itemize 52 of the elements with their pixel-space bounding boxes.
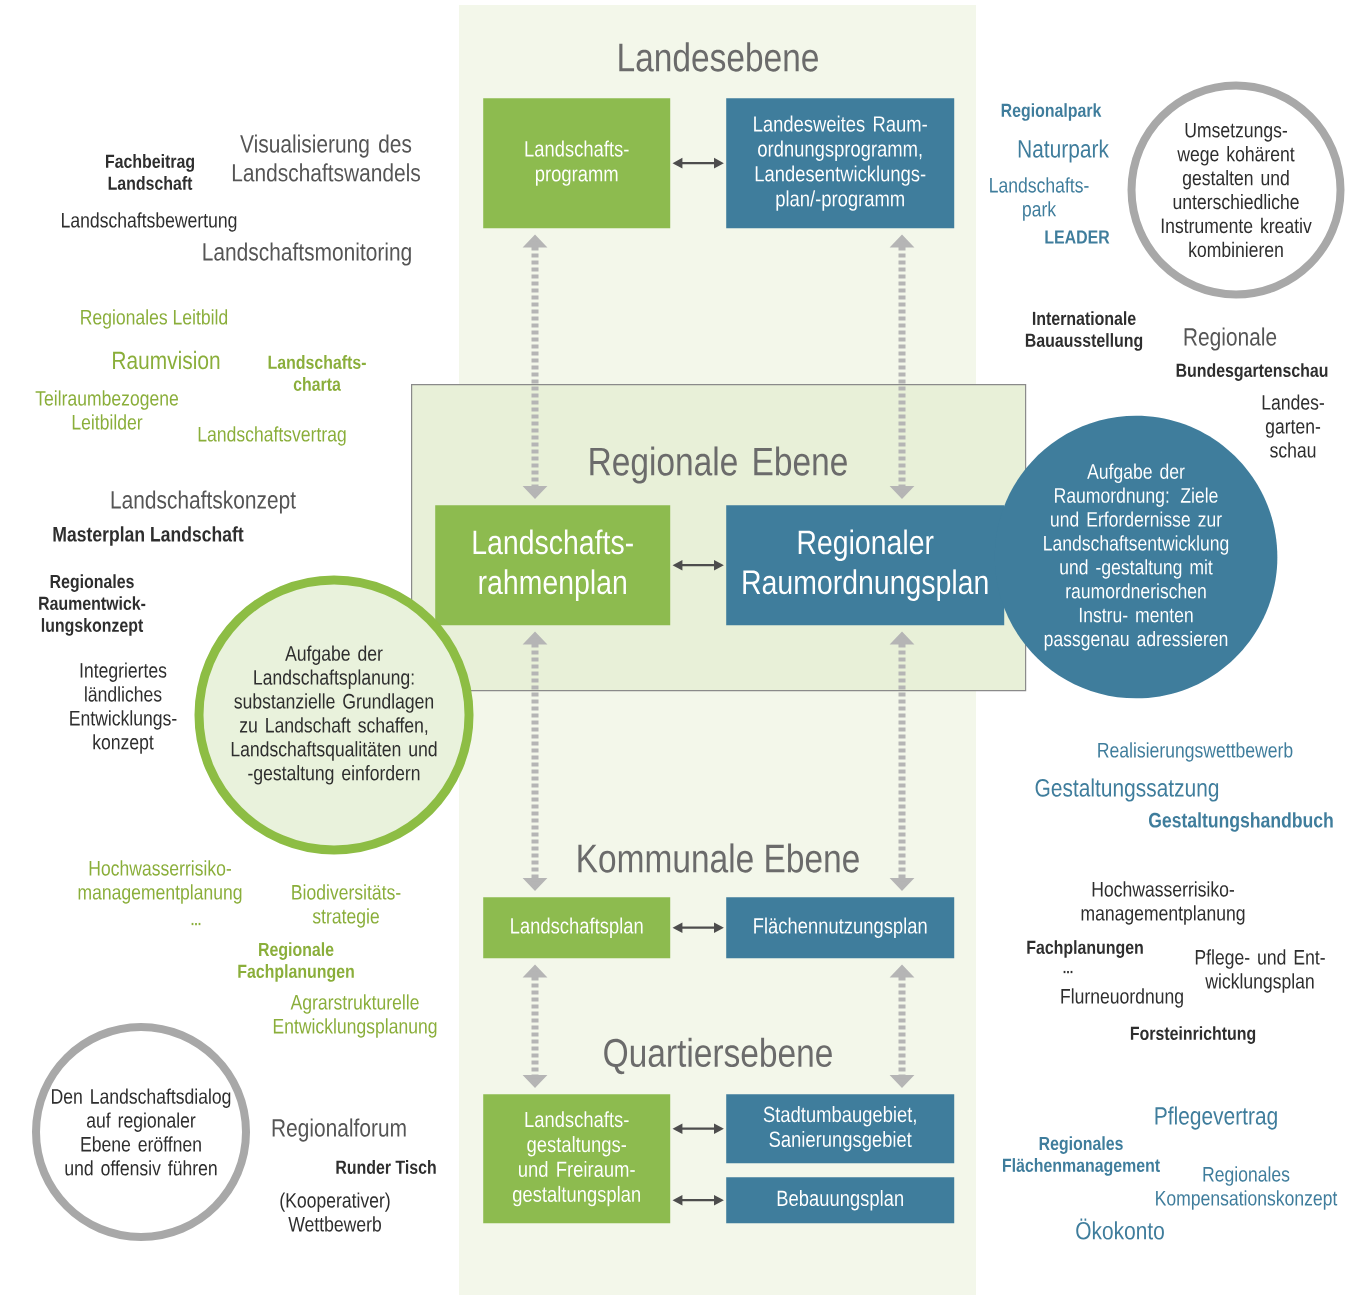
instrument-label: Forsteinrichtung bbox=[1130, 1026, 1256, 1044]
instrument-label: Fachplanungen bbox=[1027, 940, 1143, 958]
plan-box: Flächennutzungsplan bbox=[726, 897, 955, 959]
instrument-label: Biodiversitäts- strategie bbox=[292, 884, 401, 928]
plan-box: Landesweites Raum- ordnungsprogramm, Landesentwicklungs- plan/-programm bbox=[726, 98, 955, 229]
plan-box: Landschafts- programm bbox=[483, 98, 671, 229]
instrument-label: Regionalforum bbox=[272, 1118, 406, 1142]
instrument-label: Landschaftsmonitoring bbox=[203, 242, 411, 266]
plan-box: Regionaler Raumordnungsplan bbox=[726, 505, 1005, 626]
instrument-label: Flurneuordnung bbox=[1061, 988, 1183, 1008]
instrument-label: Realisierungswettbewerb bbox=[1098, 742, 1293, 762]
instrument-label: Landschaftsvertrag bbox=[198, 426, 346, 446]
instrument-label: Masterplan Landschaft bbox=[53, 526, 244, 546]
instrument-label: ... bbox=[1063, 970, 1073, 974]
plan-box: Landschaftsplan bbox=[483, 897, 671, 959]
plan-box: Landschafts- gestaltungs- und Freiraum- gestaltungsplan bbox=[483, 1094, 671, 1224]
instrument-label: Runder Tisch bbox=[336, 1160, 436, 1174]
instrument-label: Internationale Bauausstellung bbox=[1025, 311, 1143, 351]
instrument-label: Regionalpark bbox=[1001, 103, 1102, 121]
instrument-label: Integriertes ländliches Entwicklungs- konzept bbox=[70, 662, 177, 754]
instrument-label: Bundesgartenschau bbox=[1176, 363, 1328, 381]
instrument-label: Hochwasserrisiko- managementplanung bbox=[1081, 881, 1245, 925]
plan-box: Stadtumbaugebiet, Sanierungsgebiet bbox=[726, 1094, 955, 1164]
instrument-label: (Kooperativer) Wettbewerb bbox=[280, 1192, 390, 1232]
level-heading: Kommunale Ebene bbox=[578, 843, 859, 873]
instrument-label: Naturpark bbox=[1018, 139, 1109, 163]
instrument-label: Landschaftskonzept bbox=[111, 490, 296, 514]
instrument-label: Ökokonto bbox=[1076, 1218, 1164, 1240]
instrument-label: Gestaltungssatzung bbox=[1035, 778, 1219, 802]
instrument-label: Hochwasserrisiko- managementplanung bbox=[78, 860, 242, 904]
instrument-label: Teilraumbezogene Leitbilder bbox=[35, 390, 178, 430]
instrument-label: Regionale bbox=[1184, 327, 1277, 351]
instrument-label: Pflege- und Ent- wicklungsplan bbox=[1195, 949, 1325, 993]
plan-box: Landschafts- rahmenplan bbox=[435, 505, 671, 626]
level-heading: Quartiersebene bbox=[604, 1037, 832, 1075]
instrument-label: Agrarstrukturelle Entwicklungsplanung bbox=[273, 994, 437, 1038]
instrument-label: Landschafts- charta bbox=[268, 355, 366, 391]
instrument-label: Regionales Leitbild bbox=[81, 309, 228, 329]
instrument-label: Visualisierung des Landschaftswandels bbox=[232, 134, 420, 182]
instrument-label: LEADER bbox=[1045, 230, 1110, 244]
instrument-label: Gestaltungshandbuch bbox=[1149, 812, 1333, 832]
instrument-label: Fachbeitrag Landschaft bbox=[106, 154, 194, 190]
instrument-label: ... bbox=[191, 922, 201, 926]
level-heading: Landesebene bbox=[619, 42, 818, 72]
plan-box: Bebauungsplan bbox=[726, 1177, 955, 1224]
instrument-label: Regionales Raumentwick- lungskonzept bbox=[39, 574, 146, 636]
instrument-label: Landschafts- park bbox=[990, 177, 1089, 221]
instrument-label: Regionale Fachplanungen bbox=[238, 942, 354, 982]
node-label: Regionaler Raumordnungsplan bbox=[743, 529, 988, 601]
instrument-label: Landschaftsbewertung bbox=[62, 212, 237, 232]
instrument-label: Pflegevertrag bbox=[1155, 1106, 1277, 1130]
instrument-label: Raumvision bbox=[113, 350, 220, 370]
